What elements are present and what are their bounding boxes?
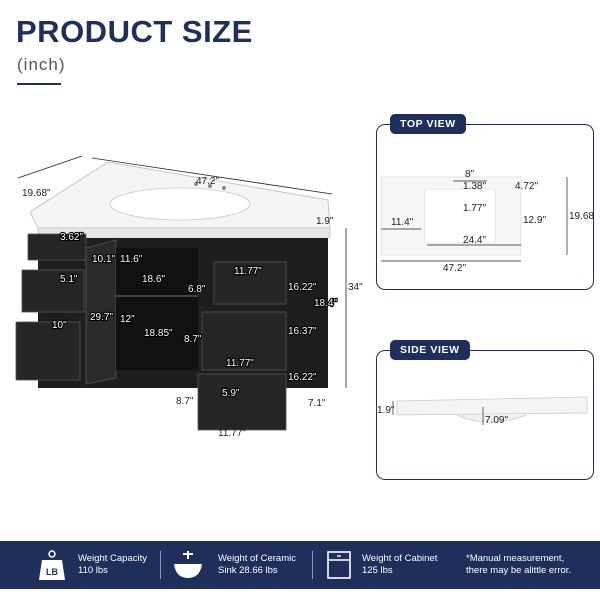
top-view-panel: 8" 1.38" 4.72" 19.68" 1.77" 11.4" 12.9" … [376, 124, 594, 290]
top-dim-g: 12.9" [523, 215, 546, 226]
cabinet-cavity [116, 248, 198, 370]
side-dim-a: 1.9" [377, 405, 395, 416]
unit-label: (inch) [17, 55, 66, 74]
dim-right-drawer-w-top: 11.77" [234, 266, 262, 277]
dim-inner-h1: 11.6" [120, 254, 143, 265]
dim-bottom-w: 11.77" [218, 428, 246, 439]
depth-dim-line [17, 155, 83, 179]
faucet-hole [208, 184, 212, 188]
dim-inner-w2: 18.85" [144, 328, 173, 339]
dim-right-bottom-h: 5.9" [222, 388, 240, 399]
vanity-drawing: 19.68" 47.2" 1.9" 34" 3.62" 5.1" 10" 10.… [15, 155, 363, 439]
side-view-basin [456, 414, 528, 423]
footer-divider [160, 551, 161, 579]
dim-top-thickness: 1.9" [316, 216, 334, 227]
top-dim-h: 24.4" [463, 235, 486, 246]
dim-right-mid-h: 8.7" [184, 334, 202, 345]
right-drawer-mid [201, 311, 287, 371]
top-view-drawing: 8" 1.38" 4.72" 19.68" 1.77" 11.4" 12.9" … [380, 169, 593, 274]
dim-door-total: 29.7" [90, 312, 113, 323]
dim-inner-h2: 12" [120, 314, 135, 325]
dim-drawer-left-top: 3.62" [60, 232, 83, 243]
side-view-top [396, 396, 588, 416]
side-view-drawing: 1.9" 7.09" [377, 396, 588, 426]
dim-right-side-b: 18.4" [314, 298, 337, 309]
top-dim-c: 4.72" [515, 181, 538, 192]
weight-capacity-text: Weight Capacity 110 lbs [78, 553, 147, 576]
dim-drawer-left-bottom-w: 10" [52, 320, 67, 331]
top-dim-a: 8" [465, 169, 475, 180]
dim-leg-h: 8.7" [176, 396, 194, 407]
unit-underline [17, 83, 61, 85]
top-view-basin [424, 188, 496, 244]
dim-inner-w1: 18.6" [142, 274, 165, 285]
right-drawer-top [213, 261, 287, 305]
left-drawer-top [27, 233, 87, 261]
weight-lb-icon: LB [39, 550, 65, 580]
width-dim-line [91, 157, 333, 195]
side-view-tag: SIDE VIEW [390, 340, 470, 360]
dim-right-side-c: 16.37" [288, 326, 317, 337]
sink-icon [174, 551, 202, 578]
faucet-hole [222, 186, 226, 190]
svg-text:LB: LB [46, 567, 58, 577]
dim-right-side-a: 16.22" [288, 282, 317, 293]
left-drawer-bottom [15, 321, 81, 381]
dim-width: 47.2" [196, 176, 219, 187]
footer-divider [312, 551, 313, 579]
dim-right-drawer-w-mid: 11.77" [226, 358, 254, 369]
left-drawer-mid [21, 269, 85, 313]
dim-toe: 7.1" [308, 398, 326, 409]
dim-right-side-d: 16.22" [288, 372, 317, 383]
side-view-panel: 1.9" 7.09" [376, 350, 594, 480]
sink-basin [109, 187, 251, 221]
faucet-hole [194, 182, 198, 186]
side-dim-b: 7.09" [485, 415, 508, 426]
page-title: PRODUCT SIZE [16, 14, 253, 49]
top-dim-d: 19.68" [569, 211, 593, 222]
dim-door-h: 10.1" [92, 254, 115, 265]
top-dim-i: 47.2" [443, 263, 466, 274]
open-door [85, 239, 117, 385]
top-dim-e: 1.77" [463, 203, 486, 214]
right-drawer-bottom [197, 373, 287, 431]
sink-weight-text: Weight of Ceramic Sink 28.66 lbs [218, 553, 296, 576]
dim-depth: 19.68" [22, 188, 51, 199]
top-view-tag: TOP VIEW [390, 114, 466, 134]
cabinet-weight-text: Weight of Cabinet 125 lbs [362, 553, 438, 576]
footer-bar: LB Weight Capacity 110 lbs Weight of Cer… [0, 541, 600, 589]
cabinet-icon [327, 551, 351, 579]
top-dim-b: 1.38" [463, 181, 486, 192]
measurement-note: *Manual measurement, there may be alittl… [466, 553, 572, 576]
dim-height: 34" [348, 282, 363, 293]
dim-drawer-left-mid: 5.1" [60, 274, 78, 285]
top-dim-f: 11.4" [391, 217, 414, 228]
dim-right-drawer-h1: 6.8" [188, 284, 206, 295]
